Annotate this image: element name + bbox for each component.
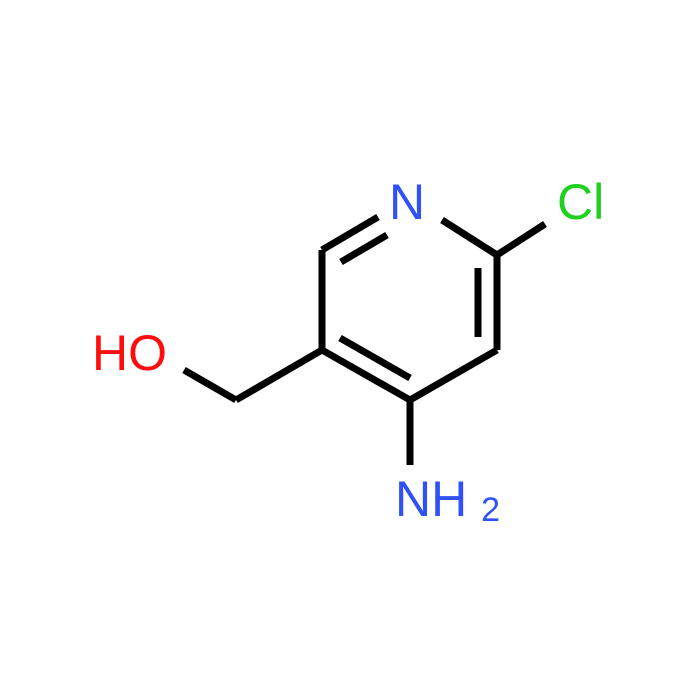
bonds — [182, 213, 547, 465]
atom-amino: NH 2 — [395, 471, 500, 529]
atom-ring-nitrogen: N — [389, 174, 425, 230]
bond-c3-c4 — [408, 346, 499, 404]
atom-amino-main: NH — [395, 471, 467, 527]
bond-ch2-oh — [182, 366, 238, 404]
bond-c6-n1-inner — [339, 231, 389, 266]
atom-hydroxyl: HO — [92, 325, 167, 381]
bond-c5-ch2 — [234, 346, 324, 404]
bond-c4-c5 — [320, 346, 412, 404]
bond-c4-c5-inner — [338, 334, 412, 382]
bond-c6-n1 — [320, 213, 380, 254]
bond-c2-cl — [495, 221, 547, 258]
atom-chlorine: Cl — [557, 174, 604, 230]
atom-amino-subscript: 2 — [481, 491, 500, 529]
bond-n1-c2 — [440, 217, 499, 258]
atom-labels: N Cl HO NH 2 — [92, 174, 604, 529]
